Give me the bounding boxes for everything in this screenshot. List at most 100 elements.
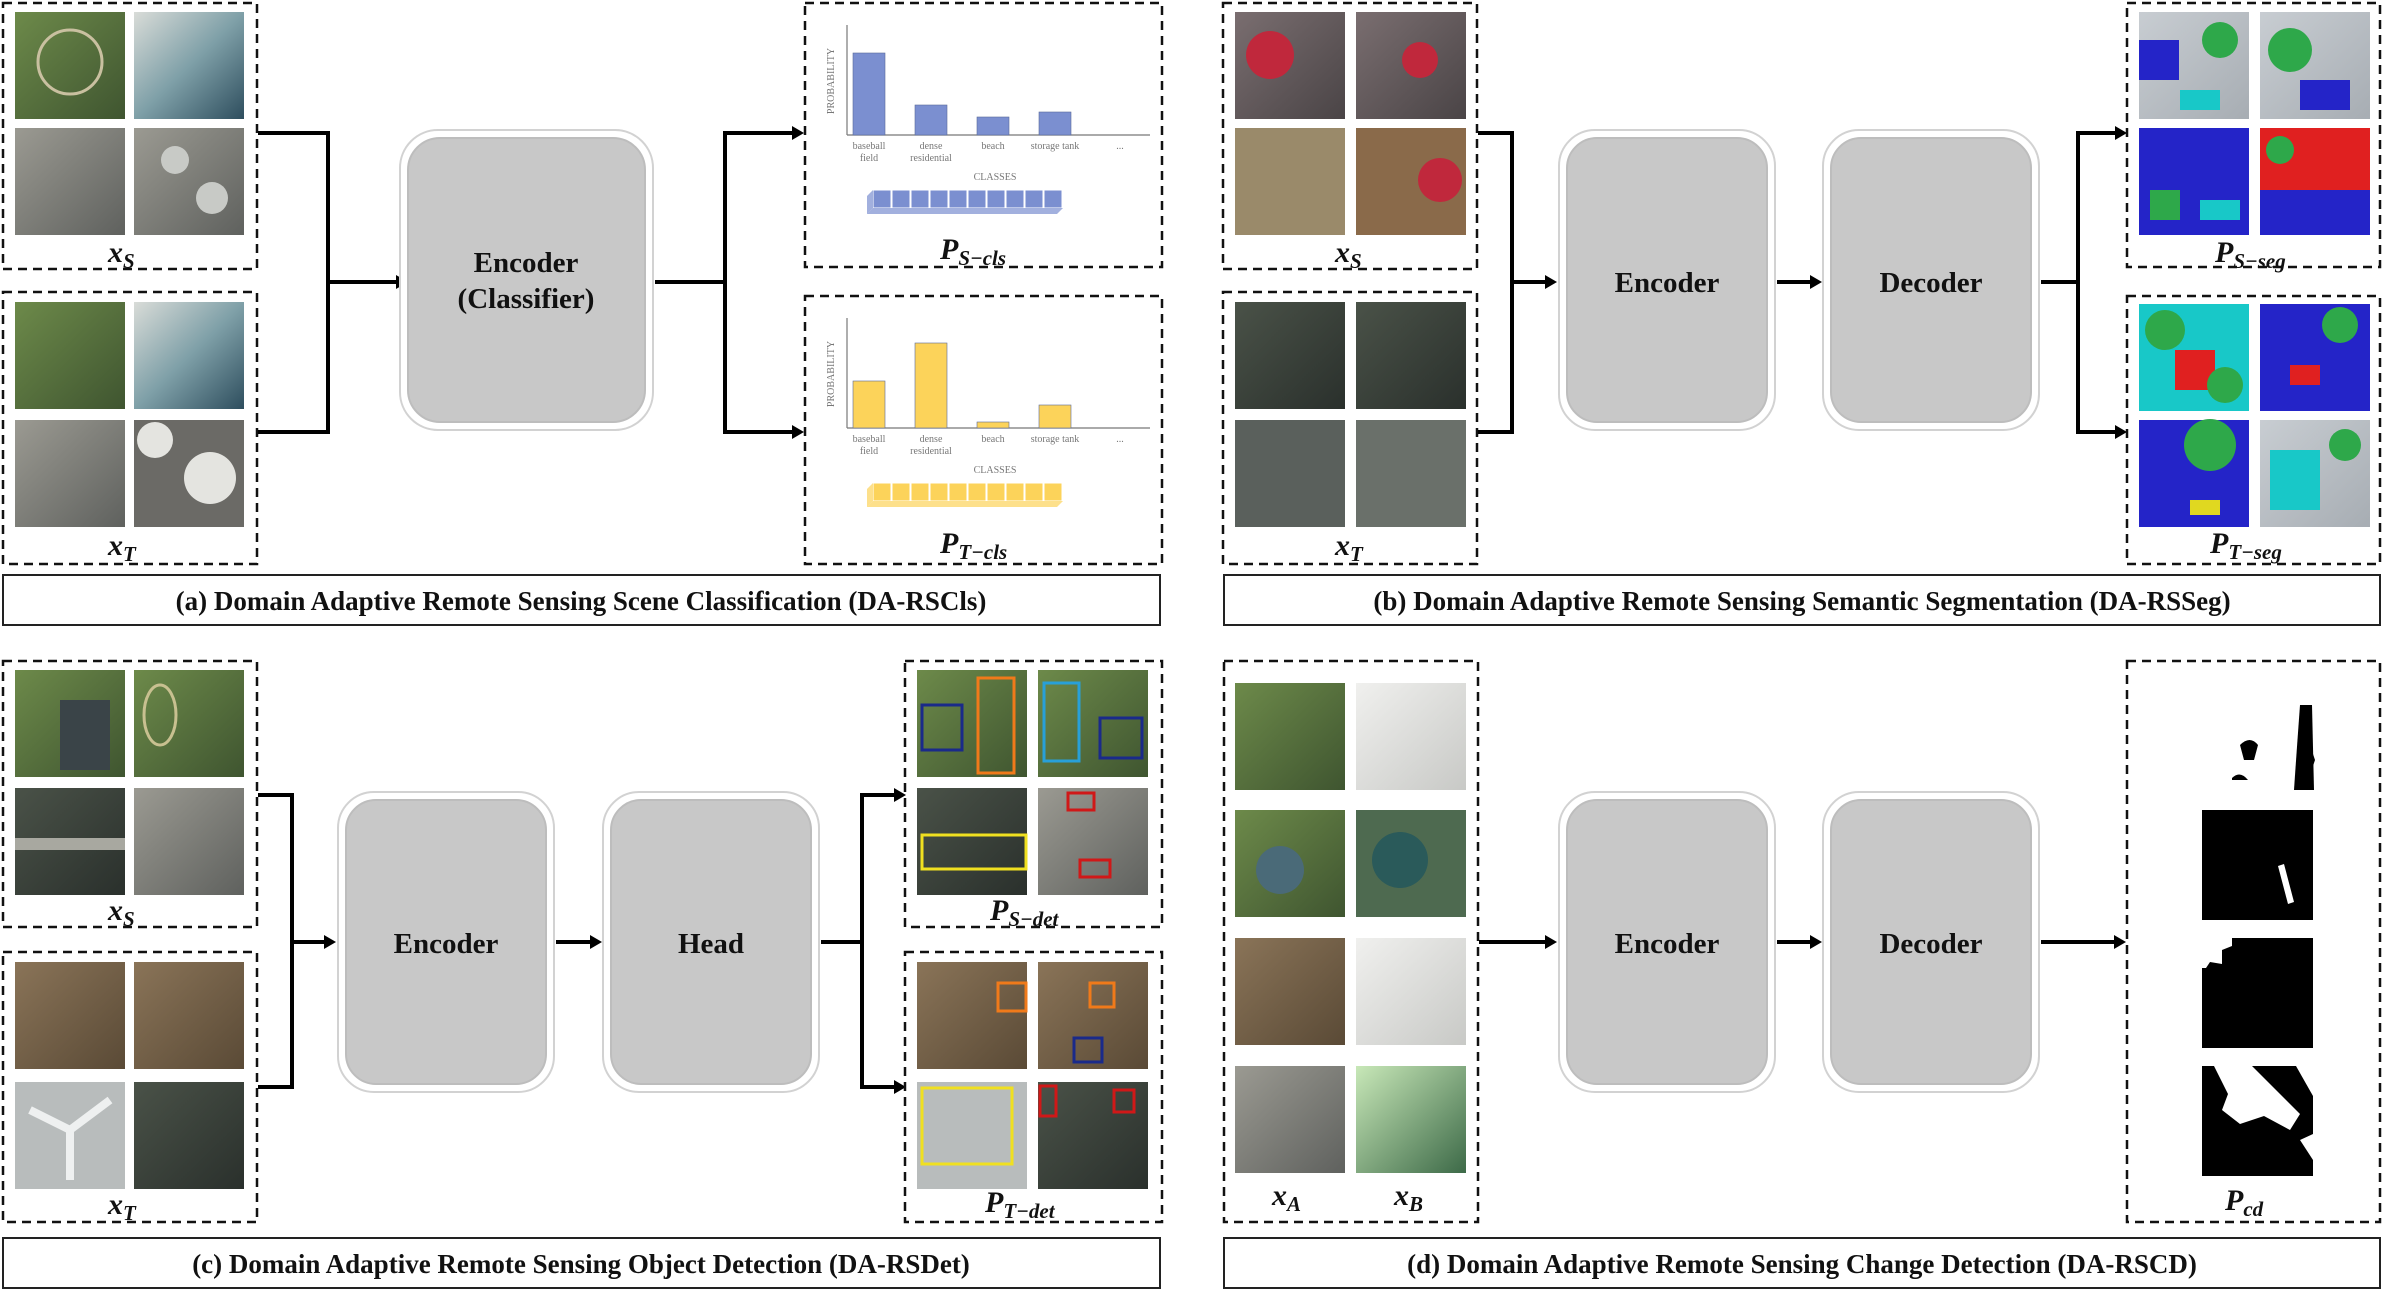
- det-box: [1112, 1088, 1136, 1114]
- caption-c: (c) Domain Adaptive Remote Sensing Objec…: [192, 1249, 970, 1279]
- target-tile: [15, 962, 125, 1069]
- source-tile: [1235, 128, 1345, 235]
- bar: [914, 342, 948, 429]
- bar: [1038, 111, 1072, 136]
- feature-cell: [1043, 482, 1063, 502]
- target-tile: [1235, 420, 1345, 527]
- source-seg-label: PS−seg: [2214, 236, 2286, 273]
- bar: [976, 421, 1010, 429]
- feature-cell: [1005, 189, 1025, 209]
- source-det-output: [903, 659, 1164, 929]
- target-tile: [15, 302, 125, 409]
- det-box: [920, 703, 964, 752]
- target-seg-output: [2125, 294, 2382, 566]
- target-image-group: [1, 950, 259, 1224]
- source-tile: [134, 128, 244, 235]
- x-axis-label: CLASSES: [974, 172, 1017, 183]
- change-map-tile: [2201, 705, 2315, 790]
- feature-cell: [967, 482, 987, 502]
- feature-cell: [910, 189, 930, 209]
- target-domain-label: xT: [107, 1188, 137, 1225]
- feature-cell: [948, 189, 968, 209]
- target-domain-label: xT: [1334, 529, 1364, 566]
- tick-label: beach: [981, 434, 1004, 445]
- target-domain-label: xT: [107, 529, 137, 566]
- time-b-tile: [1356, 1066, 1466, 1173]
- bar: [914, 104, 948, 136]
- encoder-label: Encoder: [394, 928, 499, 960]
- decoder-block: [1830, 137, 2032, 423]
- tick-label: beach: [981, 141, 1004, 152]
- encoder-block: [1566, 137, 1768, 423]
- feature-cell: [867, 190, 873, 214]
- feature-cell: [867, 501, 1063, 507]
- det-box: [1066, 791, 1096, 812]
- time-b-tile: [1356, 683, 1466, 790]
- target-tile: [15, 420, 125, 527]
- tick-label: ...: [1116, 434, 1124, 445]
- output-arrow-target: [723, 282, 793, 434]
- output-arrow-source: [655, 131, 793, 284]
- time-a-label: xA: [1271, 1179, 1301, 1216]
- feature-cell: [967, 189, 987, 209]
- y-axis-label: PROBABILITY: [826, 341, 837, 407]
- det-box: [1088, 981, 1116, 1009]
- block-label-line2: (Classifier): [458, 283, 595, 315]
- bar: [852, 52, 886, 136]
- tick-label: ...: [1116, 141, 1124, 152]
- head-block: [610, 799, 812, 1085]
- source-domain-label: xS: [107, 236, 135, 273]
- feature-cell: [929, 189, 949, 209]
- y-axis-label: PROBABILITY: [826, 48, 837, 114]
- feature-cell: [1043, 189, 1063, 209]
- det-tile: [917, 962, 1027, 1069]
- encoder-label: Encoder: [1615, 928, 1720, 960]
- target-tile: [1356, 420, 1466, 527]
- tick-label: storage tank: [1031, 141, 1080, 152]
- det-tile: [917, 670, 1027, 777]
- target-arrow: [258, 282, 330, 434]
- feature-cell: [948, 482, 968, 502]
- encoder-classifier-block: [407, 137, 646, 423]
- feature-cell: [872, 189, 892, 209]
- feature-cell: [1024, 189, 1044, 209]
- bar: [976, 116, 1010, 136]
- output-arrow-target: [860, 942, 895, 1089]
- det-box: [1038, 1084, 1058, 1118]
- x-axis-label: CLASSES: [974, 465, 1017, 476]
- encoder-label: Encoder: [1615, 267, 1720, 299]
- feature-cell: [986, 189, 1006, 209]
- source-tile: [134, 670, 244, 777]
- source-image-group: [1221, 1, 1479, 271]
- caption-box: [2, 1237, 1161, 1289]
- decoder-label: Decoder: [1879, 267, 1982, 299]
- source-tile: [134, 788, 244, 895]
- feature-cell: [1005, 482, 1025, 502]
- feature-cell: [929, 482, 949, 502]
- change-map-label: Pcd: [2224, 1184, 2264, 1221]
- target-cls-output: [803, 294, 1164, 566]
- encoder-block: [1566, 799, 1768, 1085]
- target-seg-label: PT−seg: [2209, 527, 2282, 564]
- target-det-output: [903, 950, 1164, 1224]
- det-box: [1072, 1036, 1104, 1064]
- encoder-block: [345, 799, 547, 1085]
- det-box: [1078, 858, 1112, 879]
- source-arrow: [1478, 131, 1545, 284]
- decoder-block: [1830, 799, 2032, 1085]
- target-image-group: [1, 290, 259, 566]
- change-map-tile: [2202, 810, 2313, 920]
- feature-cell: [910, 482, 930, 502]
- output-arrow-source: [821, 793, 895, 944]
- source-tile: [134, 12, 244, 119]
- source-domain-label: xS: [107, 894, 135, 931]
- target-arrow: [1478, 282, 1514, 434]
- target-arrow: [258, 942, 294, 1089]
- caption-box: [1223, 574, 2381, 626]
- caption-box: [1223, 1237, 2381, 1289]
